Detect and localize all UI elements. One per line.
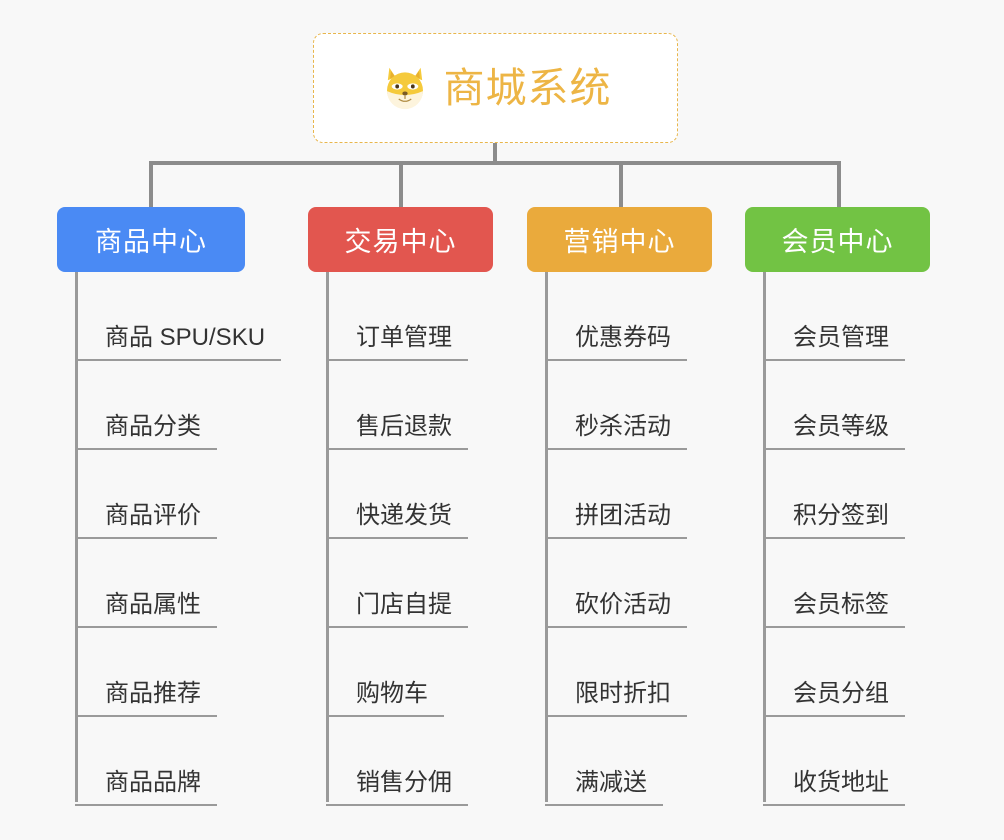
leaf-item-label: 销售分佣 — [326, 769, 468, 806]
leaf-item-label: 积分签到 — [763, 502, 905, 539]
leaf-item-label: 售后退款 — [326, 413, 468, 450]
leaf-item-label: 会员等级 — [763, 413, 905, 450]
category-header-label: 会员中心 — [781, 227, 894, 257]
leaf-item-label: 商品品牌 — [75, 769, 217, 806]
leaf-item-label: 会员标签 — [763, 591, 905, 628]
leaf-item[interactable]: 销售分佣 — [326, 717, 493, 806]
leaf-item[interactable]: 会员管理 — [763, 272, 930, 361]
leaf-item[interactable]: 会员分组 — [763, 628, 930, 717]
leaf-item-label: 购物车 — [326, 680, 444, 717]
category-header-marketing[interactable]: 营销中心 — [527, 207, 712, 272]
category-column-member: 会员中心 会员管理 会员等级 积分签到 会员标签 会员分组 收货地址 — [745, 207, 930, 806]
leaf-item-label: 拼团活动 — [545, 502, 687, 539]
category-column-marketing: 营销中心 优惠券码 秒杀活动 拼团活动 砍价活动 限时折扣 满减送 — [527, 207, 712, 806]
leaf-item-label: 商品分类 — [75, 413, 217, 450]
leaf-item-label: 会员管理 — [763, 324, 905, 361]
leaf-item-label: 满减送 — [545, 769, 663, 806]
leaf-list-product: 商品 SPU/SKU 商品分类 商品评价 商品属性 商品推荐 商品品牌 — [57, 272, 282, 806]
leaf-item[interactable]: 购物车 — [326, 628, 493, 717]
leaf-item[interactable]: 会员等级 — [763, 361, 930, 450]
shiba-dog-face-icon — [386, 67, 423, 110]
leaf-item[interactable]: 秒杀活动 — [545, 361, 712, 450]
category-header-label: 营销中心 — [563, 227, 676, 257]
leaf-item[interactable]: 商品属性 — [75, 539, 245, 628]
leaf-list-marketing: 优惠券码 秒杀活动 拼团活动 砍价活动 限时折扣 满减送 — [527, 272, 712, 806]
leaf-item[interactable]: 限时折扣 — [545, 628, 712, 717]
leaf-item[interactable]: 拼团活动 — [545, 450, 712, 539]
leaf-item-label: 商品属性 — [75, 591, 217, 628]
connector-drop-1 — [149, 161, 153, 207]
connector-drop-2 — [399, 161, 403, 207]
leaf-item[interactable]: 商品推荐 — [75, 628, 245, 717]
leaf-item-label: 收货地址 — [763, 769, 905, 806]
category-header-label: 商品中心 — [95, 227, 207, 257]
leaf-item[interactable]: 门店自提 — [326, 539, 493, 628]
leaf-item[interactable]: 商品 SPU/SKU — [75, 272, 282, 361]
leaf-item-label: 砍价活动 — [545, 591, 687, 628]
leaf-list-trade: 订单管理 售后退款 快递发货 门店自提 购物车 销售分佣 — [308, 272, 493, 806]
leaf-item-label: 商品推荐 — [75, 680, 217, 717]
category-header-trade[interactable]: 交易中心 — [308, 207, 493, 272]
leaf-item[interactable]: 商品分类 — [75, 361, 245, 450]
leaf-item[interactable]: 会员标签 — [763, 539, 930, 628]
connector-horizontal-bar — [149, 161, 841, 165]
leaf-item[interactable]: 砍价活动 — [545, 539, 712, 628]
leaf-item[interactable]: 收货地址 — [763, 717, 930, 806]
leaf-list-member: 会员管理 会员等级 积分签到 会员标签 会员分组 收货地址 — [745, 272, 930, 806]
leaf-item-label: 门店自提 — [326, 591, 468, 628]
leaf-item-label: 商品评价 — [75, 502, 217, 539]
leaf-item-label: 快递发货 — [326, 502, 468, 539]
leaf-item[interactable]: 商品品牌 — [75, 717, 245, 806]
leaf-item[interactable]: 满减送 — [545, 717, 712, 806]
category-header-member[interactable]: 会员中心 — [745, 207, 930, 272]
category-column-product: 商品中心 商品 SPU/SKU 商品分类 商品评价 商品属性 商品推荐 商品品牌 — [57, 207, 282, 806]
category-header-product[interactable]: 商品中心 — [57, 207, 245, 272]
leaf-item[interactable]: 商品评价 — [75, 450, 245, 539]
root-node-shop-system[interactable]: 商城系统 — [313, 33, 678, 143]
leaf-item-label: 优惠券码 — [545, 324, 687, 361]
leaf-item-label: 订单管理 — [326, 324, 468, 361]
connector-root-stem — [493, 143, 497, 164]
leaf-item[interactable]: 积分签到 — [763, 450, 930, 539]
leaf-item[interactable]: 优惠券码 — [545, 272, 712, 361]
leaf-item[interactable]: 订单管理 — [326, 272, 493, 361]
category-column-trade: 交易中心 订单管理 售后退款 快递发货 门店自提 购物车 销售分佣 — [308, 207, 493, 806]
leaf-item[interactable]: 售后退款 — [326, 361, 493, 450]
connector-drop-3 — [619, 161, 623, 207]
leaf-item-label: 秒杀活动 — [545, 413, 687, 450]
root-node-label: 商城系统 — [443, 64, 612, 111]
leaf-item-label: 会员分组 — [763, 680, 905, 717]
leaf-item-label: 限时折扣 — [545, 680, 687, 717]
leaf-item-label: 商品 SPU/SKU — [75, 324, 282, 361]
connector-drop-4 — [837, 161, 841, 207]
leaf-item[interactable]: 快递发货 — [326, 450, 493, 539]
category-header-label: 交易中心 — [344, 227, 457, 257]
